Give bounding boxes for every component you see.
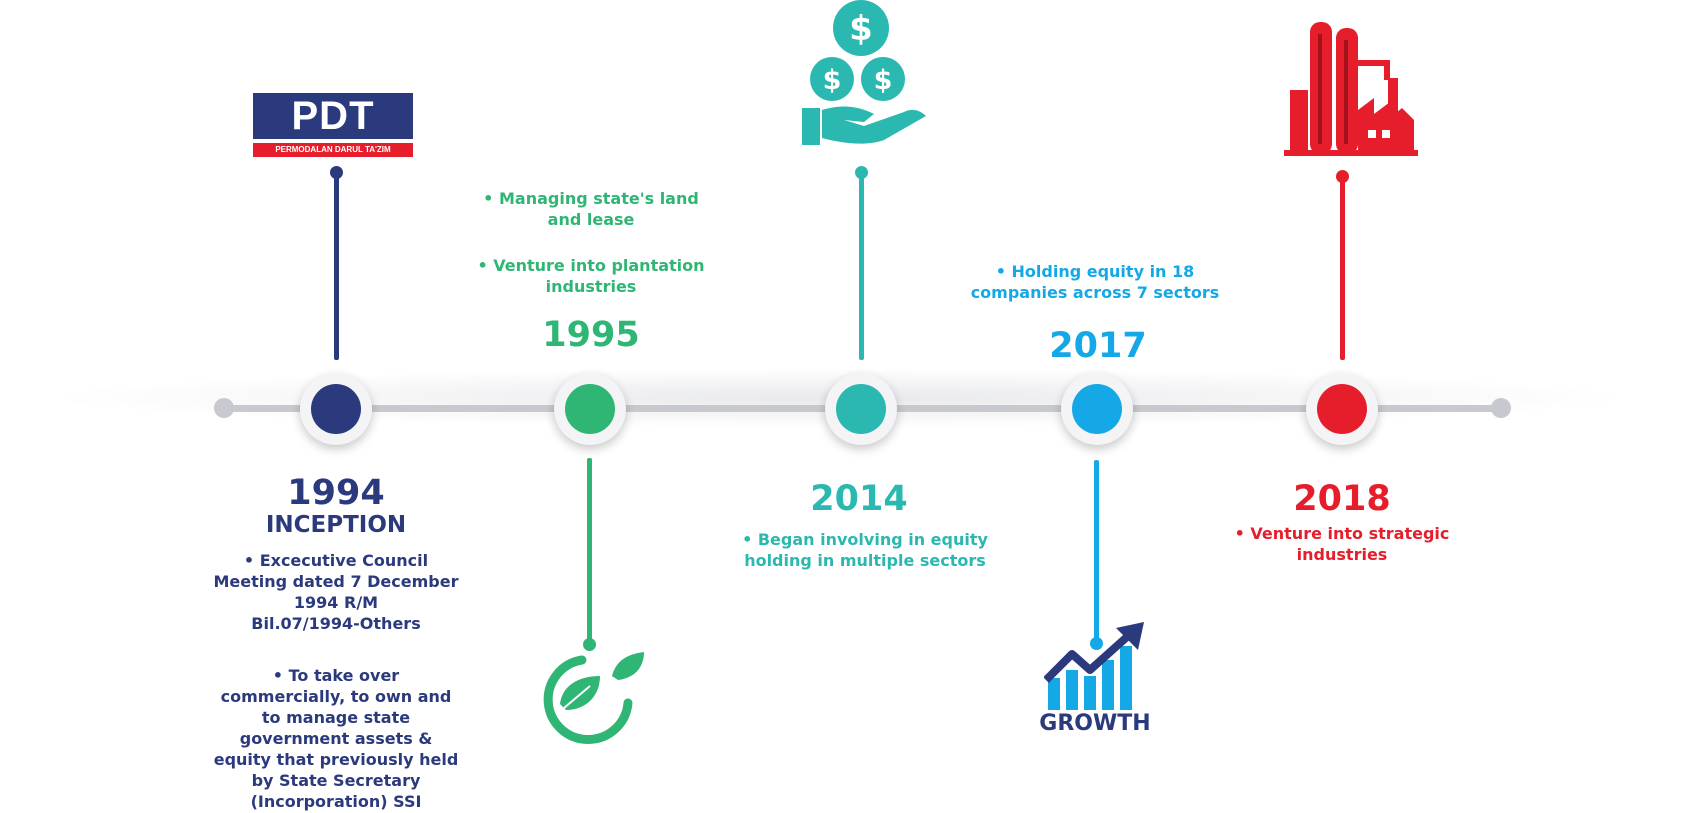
timeline-end-cap bbox=[1491, 398, 1511, 418]
year-1995: 1995 bbox=[542, 315, 640, 355]
svg-text:$: $ bbox=[849, 9, 873, 49]
text-line: • To take over bbox=[272, 666, 400, 685]
milestone-1994-point-1: • Excecutive Council Meeting dated 7 Dec… bbox=[206, 550, 466, 634]
logo-subtitle: PERMODALAN DARUL TA'ZIM bbox=[253, 143, 413, 157]
text-line: (Incorporation) SSI bbox=[250, 792, 422, 811]
svg-text:$: $ bbox=[823, 65, 842, 96]
text-line: • Holding equity in 18 bbox=[995, 262, 1195, 281]
pin-1995 bbox=[583, 638, 596, 651]
stem-2017 bbox=[1094, 460, 1099, 642]
milestone-1994-point-2: • To take over commercially, to own and … bbox=[206, 665, 466, 812]
text-line: industries bbox=[545, 277, 637, 296]
text-line: government assets & bbox=[239, 729, 433, 748]
logo-text: PDT bbox=[253, 93, 413, 139]
text-line: to manage state bbox=[261, 708, 411, 727]
factory-icon bbox=[1284, 22, 1418, 156]
text-line: • Venture into plantation bbox=[477, 256, 705, 275]
stem-2018 bbox=[1340, 176, 1345, 360]
year-2017: 2017 bbox=[1049, 326, 1147, 366]
text-line: industries bbox=[1296, 545, 1388, 564]
text-line: by State Secretary bbox=[251, 771, 421, 790]
leaf-icon bbox=[543, 652, 644, 744]
stem-1994 bbox=[334, 172, 339, 360]
milestone-1995-point-2: • Venture into plantation industries bbox=[466, 255, 716, 297]
pdt-logo-icon: PDT PERMODALAN DARUL TA'ZIM bbox=[253, 93, 413, 157]
money-hand-icon: $ $ $ bbox=[802, 0, 926, 145]
milestone-2018-point-1: • Venture into strategic industries bbox=[1212, 523, 1472, 565]
milestone-2017-point-1: • Holding equity in 18 companies across … bbox=[955, 261, 1235, 303]
caption-inception: INCEPTION bbox=[265, 512, 407, 538]
milestone-node-2018 bbox=[1306, 373, 1378, 445]
text-line: companies across 7 sectors bbox=[970, 283, 1220, 302]
milestone-2014-point-1: • Began involving in equity holding in m… bbox=[730, 529, 1000, 571]
year-2018: 2018 bbox=[1293, 479, 1391, 519]
milestone-node-2017 bbox=[1061, 373, 1133, 445]
milestone-node-1994 bbox=[300, 373, 372, 445]
stem-1995 bbox=[587, 458, 592, 645]
stem-2014 bbox=[859, 172, 864, 360]
year-1994: 1994 bbox=[287, 473, 385, 513]
milestone-node-1995 bbox=[554, 373, 626, 445]
text-line: holding in multiple sectors bbox=[744, 551, 986, 570]
text-line: 1994 R/M bbox=[293, 593, 379, 612]
growth-label: GROWTH bbox=[1039, 711, 1151, 736]
growth-chart-icon bbox=[1044, 622, 1144, 710]
year-2014: 2014 bbox=[810, 479, 908, 519]
timeline-start-cap bbox=[214, 398, 234, 418]
text-line: • Began involving in equity bbox=[742, 530, 988, 549]
text-line: • Excecutive Council bbox=[243, 551, 429, 570]
pin-2017 bbox=[1090, 637, 1103, 650]
text-line: • Managing state's land bbox=[483, 189, 699, 208]
text-line: Meeting dated 7 December bbox=[213, 572, 459, 591]
text-line: Bil.07/1994-Others bbox=[251, 614, 421, 633]
text-line: equity that previously held bbox=[213, 750, 459, 769]
milestone-node-2014 bbox=[825, 373, 897, 445]
text-line: commercially, to own and bbox=[220, 687, 452, 706]
text-line: • Venture into strategic bbox=[1234, 524, 1450, 543]
text-line: and lease bbox=[547, 210, 635, 229]
svg-text:$: $ bbox=[874, 65, 893, 96]
milestone-1995-point-1: • Managing state's land and lease bbox=[466, 188, 716, 230]
